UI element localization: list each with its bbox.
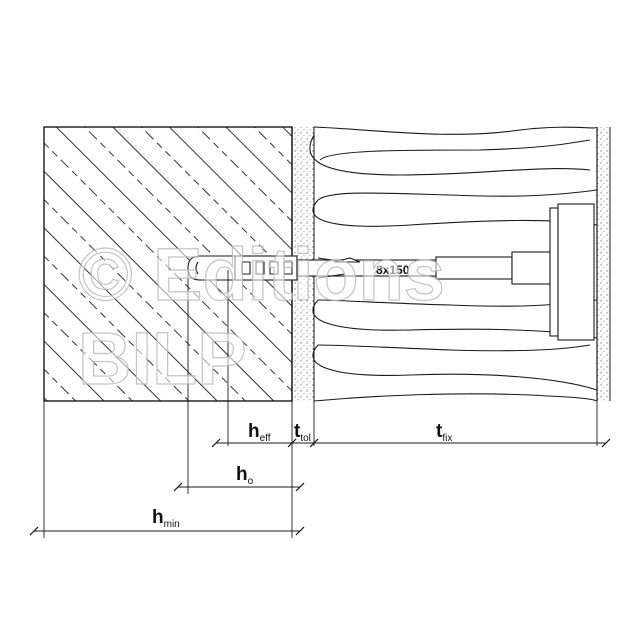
dim-label-t-tol: ttol — [294, 421, 311, 444]
anchor-fastener — [187, 203, 595, 341]
fastener-size-label: 8x150 — [376, 263, 410, 277]
dim-label-h-0: ho — [236, 464, 254, 487]
dimension-lines — [29, 443, 611, 536]
outer-wall-edge — [596, 127, 611, 401]
dim-label-h-eff: heff — [248, 421, 271, 444]
anchor-ribs — [241, 261, 293, 275]
watermark-line-2: BILP — [78, 317, 247, 400]
watermark-line-1: © Editions — [78, 233, 445, 316]
watermark: © Editions BILP — [77, 232, 445, 400]
dim-label-h-min: hmin — [152, 507, 180, 530]
dim-label-t-fix: tfix — [436, 421, 452, 444]
dimension-extension-lines — [43, 268, 598, 538]
